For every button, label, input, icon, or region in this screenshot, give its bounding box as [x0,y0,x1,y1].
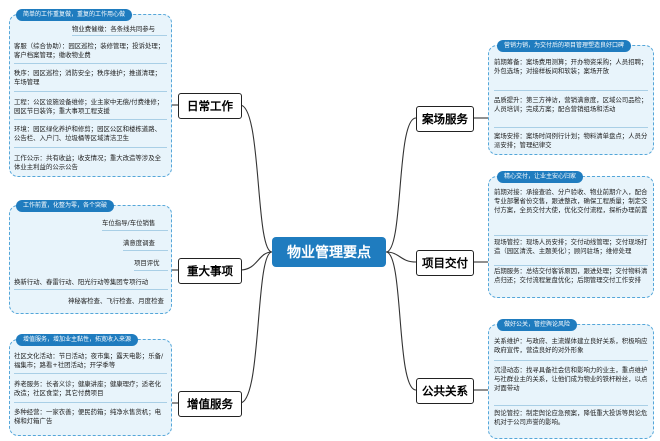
divider [14,119,167,120]
daily-work-group: 简单的工作重复做，重复的工作用心做 物业费催缴：各条线共同参与 客服（综合协助）… [9,9,172,177]
divider [102,230,168,231]
branch-project-handover[interactable]: 项目交付 [416,250,474,276]
value-added-group: 增值服务，增加业主黏性，拓宽收入来源 社区文化活动：节日活动；夜市集；露天电影；… [9,334,172,436]
divider [134,270,168,271]
handover-group: 精心交付，让业主安心归家 前期对接：承接查验、分户验收、物业前期介入，配合专业部… [488,171,654,298]
pr-item: 舆论管控：制定舆论应急预案，降低重大投诉等舆论危机对于公司声誉的影响。 [494,409,648,426]
major-item: 车位指导/车位销售 [102,219,156,227]
handover-item: 现场管控：现场人员安排；交付动线管理；交付现场打造（园区清洗、主题美化）；顾问驻… [494,238,648,255]
major-matters-header: 工作前置，化整为零，各个突破 [16,200,115,212]
branch-public-relations[interactable]: 公共关系 [416,378,474,404]
center-to-major-connector [239,251,273,271]
value-added-header: 增值服务，增加业主黏性，拓宽收入来源 [16,334,139,346]
center-to-daily-connector [239,104,273,253]
center-to-handover-connector [385,251,417,263]
divider [72,35,167,36]
center-to-sales-connector [385,117,417,253]
center-to-pr-connector [385,251,417,391]
divider [14,147,167,148]
divider [494,235,648,236]
divider [123,250,168,251]
major-matters-group: 工作前置，化整为零，各个突破 车位指导/车位销售 满意度调查 项目评优 换新行动… [9,200,172,314]
handover-item: 前期对接：承接查验、分户验收、物业前期介入，配合专业部署省份交售，跟进整改，确保… [494,188,648,214]
divider [494,90,648,91]
center-to-value-connector [239,251,273,404]
sales-office-header: 营销力销，为交付后的项目管理塑造良好口碑 [497,40,632,52]
divider [494,360,648,361]
divider [14,289,168,290]
branch-value-added-services[interactable]: 增值服务 [178,391,242,417]
value-item: 多种经营：一家衣善；便民药箱；纯净水售货机；电梯和灯箱广告 [14,408,161,425]
sales-item: 前期筹备：案场费用测算；开办物资采购；人员招聘；外包选场；对接样板间和软装；案场… [494,58,648,75]
pr-item: 关系维护：与政府、主流媒体建立良好关系，积极响应政府宣传，营造良好的对外形象 [494,337,648,354]
divider [14,91,167,92]
daily-item: 秩序：园区巡检；消防安全；秩序维护；推道清理；车场管理 [14,69,161,86]
branch-sales-office-services[interactable]: 案场服务 [416,106,474,132]
daily-work-header: 简单的工作重复做，重复的工作用心做 [16,9,133,21]
major-item: 换新行动、春雷行动、阳光行动等集团专项行动 [14,278,149,286]
major-item: 项目评优 [134,259,160,267]
branch-major-matters[interactable]: 重大事项 [178,258,242,284]
divider [14,402,167,403]
divider [14,63,167,64]
daily-item: 工程：公区设施设备维修；业主家中无偿/付费维修；园区节日装饰；重大事项工程支援 [14,98,164,115]
divider [494,127,648,128]
daily-item: 物业费催缴：各条线共同参与 [72,25,156,33]
daily-item: 环境：园区绿化养护和修剪；园区公区和楼栋道路、公告栏、入户门、垃圾桶等区域清洁卫… [14,125,161,142]
major-item: 满意度调查 [123,239,155,247]
sales-office-group: 营销力销，为交付后的项目管理塑造良好口碑 前期筹备：案场费用测算；开办物资采购；… [488,40,654,155]
divider [494,265,648,266]
public-relations-group: 做好公关，管控舆论风险 关系维护：与政府、主流媒体建立良好关系，积极响应政府宣传… [488,319,654,439]
value-item: 养老服务：长者义诊；健康讲座；健康理疗；适老化改造；社区食堂；其它付费项目 [14,380,161,397]
divider [14,373,167,374]
branch-daily-work[interactable]: 日常工作 [178,93,242,119]
sales-item: 案场安排：案场时间例行计划；物料清单盘点；人员分派安排；管理纪律交 [494,132,648,149]
value-item: 社区文化活动：节日活动；夜市集；露天电影；乐备/福集市；路看+社团活动；开学季等 [14,352,164,369]
daily-item: 客服（综合协助）：园区巡检；装修管理；投诉处理；客户档案管理；缴收物业费 [14,42,165,59]
pr-item: 沉浸动态：找寻具备社会信和影响力的业主，重点维护与社群业主的关系，让他们成为物业… [494,366,648,392]
central-topic[interactable]: 物业管理要点 [272,237,386,267]
divider [494,405,648,406]
major-item: 神秘客检查、飞行检查、月度检查 [68,297,164,305]
public-relations-header: 做好公关，管控舆论风险 [497,319,578,331]
handover-item: 后期服务：总结交付客诉原因，跟进处理；交付物料清点归还；交付流程复盘优化；后期管… [494,267,648,284]
sales-item: 品质提升：第三方神访，营销满意度，区域公司品检；人员培训；完成方案；配合营销组场… [494,96,648,113]
handover-header: 精心交付，让业主安心归家 [497,171,584,183]
daily-item: 工作公示：共有收益；收支情况；重大改造等涉及全体业主利益的公示公告 [14,154,161,171]
